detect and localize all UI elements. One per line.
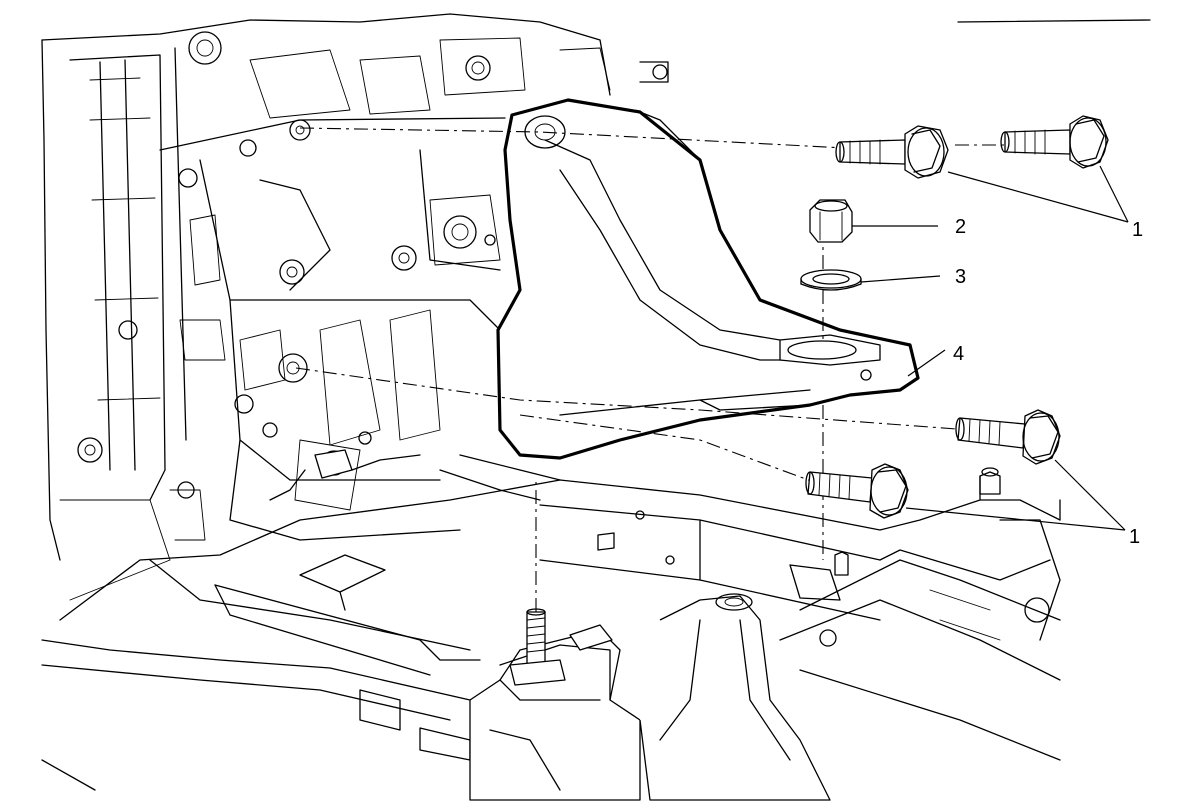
wiring-connector xyxy=(269,449,561,501)
frame-edge-top-right xyxy=(957,19,1151,23)
callout-2-nut: 2 xyxy=(955,216,966,238)
leader-lines xyxy=(852,165,1129,531)
bolt-lower-b xyxy=(805,463,909,519)
callout-4-bracket: 4 xyxy=(953,343,964,365)
mount-bracket xyxy=(496,98,920,460)
bolt-upper-a xyxy=(835,125,949,179)
subframe-crossmember xyxy=(41,467,1061,761)
callout-1-lower-bolts: 1 xyxy=(1129,526,1140,548)
nut xyxy=(809,199,853,243)
bolt-lower-a xyxy=(955,409,1061,465)
callout-1-upper-bolts: 1 xyxy=(1132,219,1143,241)
engine-block xyxy=(41,13,669,601)
callout-3-washer: 3 xyxy=(955,266,966,288)
washer xyxy=(800,269,862,291)
callout-labels: 1 2 3 4 1 xyxy=(953,216,1143,548)
lower-engine-mount xyxy=(469,593,831,801)
bolt-upper-b xyxy=(1000,115,1109,169)
assembly-center-lines xyxy=(295,127,1012,612)
frame-edge-bottom-left xyxy=(41,759,96,791)
